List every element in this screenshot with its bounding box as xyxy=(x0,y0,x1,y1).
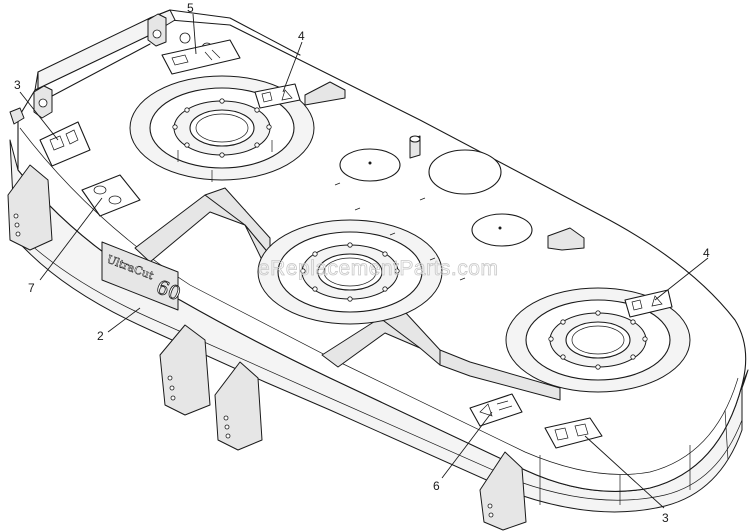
leader-7 xyxy=(39,197,103,281)
decal-5 xyxy=(161,39,241,75)
leader-4b xyxy=(654,257,709,301)
callout-3a: 3 xyxy=(14,78,21,92)
decal-3b xyxy=(544,417,603,449)
watermark-text: eReplacementParts.com xyxy=(258,257,498,280)
callouts: 5 4 3 7 2 4 6 3 xyxy=(14,1,710,525)
callout-7: 7 xyxy=(28,281,35,295)
callout-6: 6 xyxy=(433,479,440,493)
decal-6 xyxy=(469,393,523,427)
callout-4b: 4 xyxy=(703,246,710,260)
deck-plates xyxy=(304,81,585,281)
callout-2: 2 xyxy=(97,329,104,343)
leader-3a xyxy=(19,91,59,141)
leader-4a xyxy=(282,41,303,93)
leader-5 xyxy=(192,13,197,55)
callout-4a: 4 xyxy=(298,29,305,43)
leader-6 xyxy=(441,411,493,479)
decal-3a xyxy=(39,121,91,167)
spindle-center xyxy=(257,219,443,325)
decal-4b xyxy=(624,289,673,318)
front-gussets xyxy=(7,164,527,531)
decal-4a xyxy=(254,83,301,109)
leader-2 xyxy=(107,307,141,333)
leader-3b xyxy=(584,435,665,509)
callout-5: 5 xyxy=(187,1,194,15)
callout-3b: 3 xyxy=(662,511,669,525)
